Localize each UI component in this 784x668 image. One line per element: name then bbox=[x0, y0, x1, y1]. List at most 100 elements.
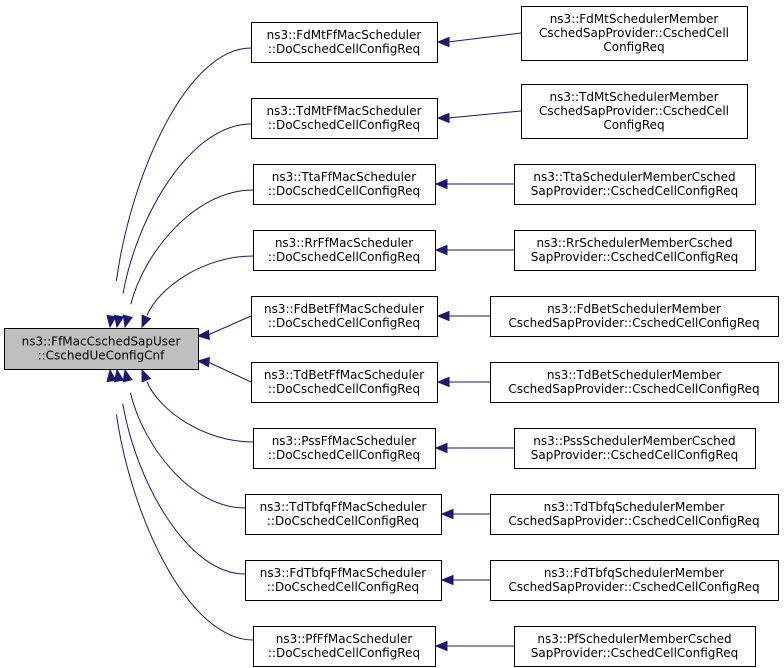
edge-caller-2-to-mid-arrowhead bbox=[434, 178, 448, 190]
root-node-box bbox=[4, 328, 199, 370]
root-node[interactable]: ns3::FfMacCschedSapUser::CschedUeConfigC… bbox=[4, 328, 199, 370]
scheduler-node-3-label-line: ::DoCschedCellConfigReq bbox=[268, 250, 420, 264]
edge-caller-5-to-mid-arrowhead bbox=[436, 376, 450, 388]
scheduler-node-8[interactable]: ns3::FdTbfqFfMacScheduler::DoCschedCellC… bbox=[245, 560, 442, 601]
sap-provider-node-7[interactable]: ns3::TdTbfqSchedulerMemberCschedSapProvi… bbox=[490, 494, 779, 535]
sap-provider-node-1[interactable]: ns3::TdMtSchedulerMemberCschedSapProvide… bbox=[521, 84, 748, 139]
sap-provider-node-1-label-line: CschedSapProvider::CschedCell bbox=[539, 104, 729, 118]
sap-provider-node-6-label-line: ns3::PssSchedulerMemberCsched bbox=[533, 434, 735, 448]
scheduler-node-7[interactable]: ns3::TdTbfqFfMacScheduler::DoCschedCellC… bbox=[245, 494, 442, 535]
scheduler-node-8-label-line: ::DoCschedCellConfigReq bbox=[267, 580, 419, 594]
sap-provider-node-5-box bbox=[490, 362, 779, 403]
scheduler-node-3-label-line: ns3::RrFfMacScheduler bbox=[275, 236, 413, 250]
sap-provider-node-6[interactable]: ns3::PssSchedulerMemberCschedSapProvider… bbox=[514, 428, 756, 469]
sap-provider-node-4-box bbox=[490, 296, 779, 337]
scheduler-node-9-box bbox=[253, 626, 436, 667]
sap-provider-node-0[interactable]: ns3::FdMtSchedulerMemberCschedSapProvide… bbox=[521, 6, 748, 61]
edge-mid-5-to-root-arrowhead bbox=[196, 356, 210, 368]
scheduler-node-5[interactable]: ns3::TdBetFfMacScheduler::DoCschedCellCo… bbox=[251, 362, 438, 403]
scheduler-node-2-label-line: ::DoCschedCellConfigReq bbox=[268, 184, 420, 198]
scheduler-node-1-label-line: ::DoCschedCellConfigReq bbox=[268, 118, 420, 132]
edge-mid-3-to-root-arrowhead bbox=[141, 314, 152, 329]
sap-provider-node-6-box bbox=[514, 428, 756, 469]
scheduler-node-0[interactable]: ns3::FdMtFfMacScheduler::DoCschedCellCon… bbox=[251, 22, 438, 63]
sap-provider-node-5-label-line: ns3::TdBetSchedulerMember bbox=[547, 368, 721, 382]
sap-provider-node-3[interactable]: ns3::RrSchedulerMemberCschedSapProvider:… bbox=[514, 230, 756, 271]
scheduler-node-2-label-line: ns3::TtaFfMacScheduler bbox=[272, 170, 417, 184]
sap-provider-node-2-box bbox=[514, 164, 756, 205]
sap-provider-node-8-label-line: ns3::FdTbfqSchedulerMember bbox=[544, 566, 724, 580]
sap-provider-node-3-box bbox=[514, 230, 756, 271]
sap-provider-node-3-label-line: ns3::RrSchedulerMemberCsched bbox=[536, 236, 732, 250]
edge-mid-0-to-root bbox=[115, 47, 252, 282]
scheduler-node-5-label-line: ns3::TdBetFfMacScheduler bbox=[264, 368, 424, 382]
edge-mid-4-to-root-arrowhead bbox=[196, 329, 210, 341]
edge-mid-3-to-root bbox=[146, 255, 254, 316]
scheduler-node-9[interactable]: ns3::PfFfMacScheduler::DoCschedCellConfi… bbox=[253, 626, 436, 667]
sap-provider-node-0-label-line: ConfigReq bbox=[603, 40, 664, 54]
edge-mid-1-to-root-arrowhead bbox=[113, 314, 125, 329]
scheduler-node-6[interactable]: ns3::PssFfMacScheduler::DoCschedCellConf… bbox=[253, 428, 436, 469]
scheduler-node-4-label-line: ns3::FdBetFfMacScheduler bbox=[264, 302, 424, 316]
edge-mid-1-to-root bbox=[122, 123, 252, 294]
scheduler-node-3-box bbox=[253, 230, 436, 271]
scheduler-node-4-box bbox=[251, 296, 438, 337]
sap-provider-node-0-box bbox=[521, 6, 748, 61]
edge-caller-1-to-mid-arrowhead bbox=[436, 112, 450, 124]
sap-provider-node-7-label-line: CschedSapProvider::CschedCellConfigReq bbox=[508, 514, 759, 528]
sap-provider-node-6-label-line: SapProvider::CschedCellConfigReq bbox=[531, 448, 738, 462]
edge-caller-3-to-mid-arrowhead bbox=[434, 244, 448, 256]
scheduler-node-7-label-line: ns3::TdTbfqFfMacScheduler bbox=[260, 500, 427, 514]
sap-provider-node-9-box bbox=[514, 626, 756, 667]
sap-provider-node-8[interactable]: ns3::FdTbfqSchedulerMemberCschedSapProvi… bbox=[490, 560, 779, 601]
edge-mid-0-to-root-arrowhead bbox=[106, 314, 117, 329]
sap-provider-node-9[interactable]: ns3::PfSchedulerMemberCschedSapProvider:… bbox=[514, 626, 756, 667]
scheduler-node-2-box bbox=[253, 164, 436, 205]
scheduler-node-8-label-line: ns3::FdTbfqFfMacScheduler bbox=[260, 566, 426, 580]
scheduler-node-9-label-line: ns3::PfFfMacScheduler bbox=[276, 632, 413, 646]
sap-provider-node-8-box bbox=[490, 560, 779, 601]
scheduler-node-6-box bbox=[253, 428, 436, 469]
sap-provider-node-0-label-line: ns3::FdMtSchedulerMember bbox=[550, 12, 719, 26]
edge-mid-7-to-root-arrowhead bbox=[122, 368, 133, 383]
sap-provider-node-9-label-line: ns3::PfSchedulerMemberCsched bbox=[537, 632, 731, 646]
edge-caller-7-to-mid-arrowhead bbox=[440, 508, 454, 520]
edge-mid-2-to-root-arrowhead bbox=[122, 314, 133, 329]
sap-provider-node-4[interactable]: ns3::FdBetSchedulerMemberCschedSapProvid… bbox=[490, 296, 779, 337]
scheduler-node-9-label-line: ::DoCschedCellConfigReq bbox=[268, 646, 420, 660]
edge-mid-7-to-root bbox=[129, 392, 246, 509]
scheduler-node-0-label-line: ns3::FdMtFfMacScheduler bbox=[267, 28, 422, 42]
edge-mid-6-to-root-arrowhead bbox=[141, 368, 152, 383]
edge-caller-0-to-mid bbox=[447, 32, 522, 43]
edge-caller-0-to-mid-arrowhead bbox=[436, 36, 450, 48]
scheduler-node-7-box bbox=[245, 494, 442, 535]
sap-provider-node-5-label-line: CschedSapProvider::CschedCellConfigReq bbox=[508, 382, 759, 396]
sap-provider-node-1-label-line: ns3::TdMtSchedulerMember bbox=[549, 90, 718, 104]
sap-provider-node-7-label-line: ns3::TdTbfqSchedulerMember bbox=[544, 500, 725, 514]
scheduler-node-5-box bbox=[251, 362, 438, 403]
root-node-label-line: ns3::FfMacCschedSapUser bbox=[22, 335, 181, 349]
sap-provider-node-2-label-line: ns3::TtaSchedulerMemberCsched bbox=[533, 170, 735, 184]
edge-mid-9-to-root bbox=[115, 414, 254, 641]
sap-provider-node-4-label-line: ns3::FdBetSchedulerMember bbox=[547, 302, 721, 316]
sap-provider-node-3-label-line: SapProvider::CschedCellConfigReq bbox=[531, 250, 738, 264]
edge-mid-6-to-root bbox=[146, 381, 254, 443]
nodes-layer: ns3::FfMacCschedSapUser::CschedUeConfigC… bbox=[4, 6, 779, 667]
scheduler-node-2[interactable]: ns3::TtaFfMacScheduler::DoCschedCellConf… bbox=[253, 164, 436, 205]
edge-caller-9-to-mid-arrowhead bbox=[434, 640, 448, 652]
scheduler-node-1[interactable]: ns3::TdMtFfMacScheduler::DoCschedCellCon… bbox=[251, 98, 438, 139]
edges-layer bbox=[106, 32, 522, 652]
sap-provider-node-8-label-line: CschedSapProvider::CschedCellConfigReq bbox=[508, 580, 759, 594]
scheduler-node-3[interactable]: ns3::RrFfMacScheduler::DoCschedCellConfi… bbox=[253, 230, 436, 271]
sap-provider-node-2[interactable]: ns3::TtaSchedulerMemberCschedSapProvider… bbox=[514, 164, 756, 205]
edge-caller-1-to-mid bbox=[447, 110, 522, 119]
scheduler-node-1-box bbox=[251, 98, 438, 139]
sap-provider-node-1-label-line: ConfigReq bbox=[603, 118, 664, 132]
sap-provider-node-2-label-line: SapProvider::CschedCellConfigReq bbox=[531, 184, 738, 198]
edge-mid-8-to-root bbox=[122, 403, 246, 575]
sap-provider-node-5[interactable]: ns3::TdBetSchedulerMemberCschedSapProvid… bbox=[490, 362, 779, 403]
scheduler-node-6-label-line: ::DoCschedCellConfigReq bbox=[268, 448, 420, 462]
scheduler-node-4[interactable]: ns3::FdBetFfMacScheduler::DoCschedCellCo… bbox=[251, 296, 438, 337]
scheduler-node-6-label-line: ns3::PssFfMacScheduler bbox=[272, 434, 417, 448]
